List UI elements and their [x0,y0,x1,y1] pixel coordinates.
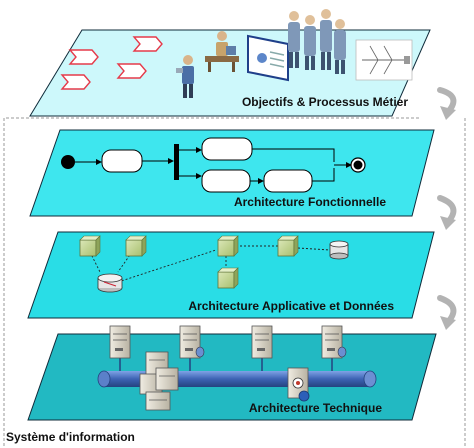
system-frame [3,117,420,446]
layer-label-applicative: Architecture Applicative et Données [188,299,394,313]
app-module-icon [125,235,147,257]
connector-arrow-icon [437,87,457,325]
app-module-icon [79,235,101,257]
server-icon [179,325,205,359]
application-network [79,235,349,293]
layer-label-fonctionnelle: Architecture Fonctionnelle [234,195,386,209]
activity-diagram [61,137,366,193]
dashboard-screen-icon [247,34,289,82]
layer-label-technique: Architecture Technique [249,401,382,415]
connector-arrowheads [440,106,456,330]
activity-box [201,169,251,193]
database-icon [97,273,123,293]
fishbone-diagram-icon [355,39,413,81]
firewall-server-icon [287,367,310,402]
app-module-icon [217,267,239,289]
fork-bar [174,144,179,180]
activity-box [201,137,253,161]
activity-box [101,149,143,173]
app-module-icon [277,235,299,257]
team-icon [288,9,346,74]
app-module-icon [217,235,239,257]
server-icon [321,325,347,359]
server-icon [251,325,273,359]
server-icon [109,325,131,359]
desk-worker-icon [205,31,239,72]
database-icon [329,240,349,260]
layer-label-metier: Objectifs & Processus Métier [242,95,408,109]
server-rack-icon [139,351,179,411]
start-node-icon [61,155,75,169]
activity-box [263,169,313,193]
person-icon [176,55,194,98]
process-arrow-icon [60,36,163,90]
system-label: Système d'information [6,430,135,444]
